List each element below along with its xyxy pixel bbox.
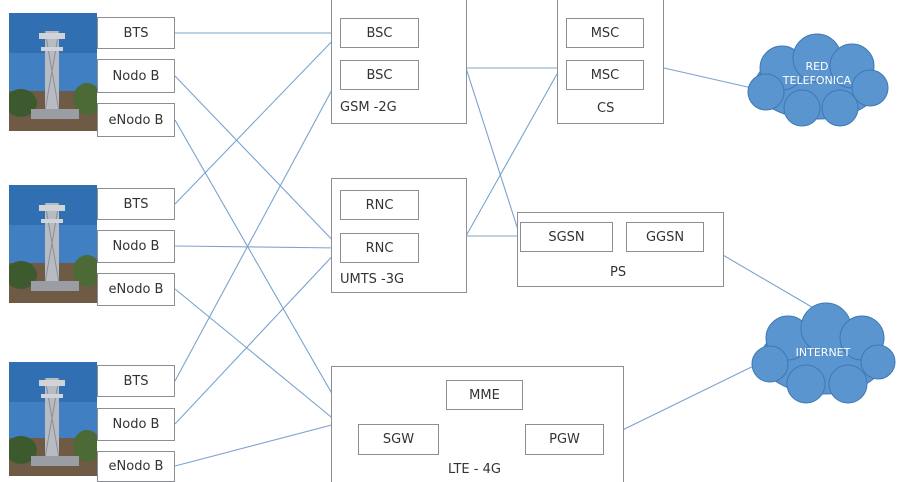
link-enodob2-sgw <box>174 288 359 440</box>
red-label-line1: RED <box>805 60 829 73</box>
rnc-box-1[interactable]: RNC <box>340 190 419 220</box>
internet-cloud[interactable] <box>748 300 898 410</box>
msc-box-2[interactable]: MSC <box>566 60 644 90</box>
gsm-label: GSM -2G <box>340 100 397 115</box>
umts-label: UMTS -3G <box>340 272 405 287</box>
mme-box[interactable]: MME <box>446 380 523 410</box>
red-telefonica-cloud[interactable] <box>742 30 892 130</box>
link-umts-msc2 <box>465 73 558 237</box>
enodob-box-2[interactable]: eNodo B <box>97 273 175 306</box>
link-nodob3-rnc2 <box>174 247 341 425</box>
ggsn-box[interactable]: GGSN <box>626 222 704 252</box>
internet-label: INTERNET <box>795 346 851 359</box>
tower-image-1 <box>9 13 97 131</box>
link-bts3-bsc2 <box>174 74 341 382</box>
msc-box-1[interactable]: MSC <box>566 18 644 48</box>
bts-box-2[interactable]: BTS <box>97 188 175 220</box>
bsc-box-2[interactable]: BSC <box>340 60 419 90</box>
bts-box-3[interactable]: BTS <box>97 365 175 397</box>
tower-image-3 <box>9 362 97 476</box>
bsc-box-1[interactable]: BSC <box>340 18 419 48</box>
enodob-box-1[interactable]: eNodo B <box>97 103 175 137</box>
nodob-box-1[interactable]: Nodo B <box>97 59 175 93</box>
sgsn-box[interactable]: SGSN <box>520 222 613 252</box>
enodob-box-3[interactable]: eNodo B <box>97 451 175 482</box>
cs-label: CS <box>597 101 615 116</box>
rnc-box-2[interactable]: RNC <box>340 233 419 263</box>
nodob-box-3[interactable]: Nodo B <box>97 408 175 441</box>
link-pgw-internet <box>603 357 771 440</box>
nodob-box-2[interactable]: Nodo B <box>97 230 175 263</box>
sgw-box[interactable]: SGW <box>358 424 439 455</box>
link-gsm-sgsn <box>465 67 521 237</box>
link-nodob2-rnc2 <box>174 245 341 249</box>
link-bts2-bsc1 <box>174 32 341 205</box>
red-telefonica-label: RED TELEFONICA <box>752 60 882 88</box>
tower-image-2 <box>9 185 97 303</box>
bts-box-1[interactable]: BTS <box>97 17 175 49</box>
pgw-box[interactable]: PGW <box>525 424 604 455</box>
red-label-line2: TELEFONICA <box>782 74 852 87</box>
ps-label: PS <box>610 265 627 280</box>
lte-label: LTE - 4G <box>448 462 501 477</box>
link-nodob1-rnc2 <box>174 75 341 249</box>
link-msc-red <box>663 67 753 89</box>
